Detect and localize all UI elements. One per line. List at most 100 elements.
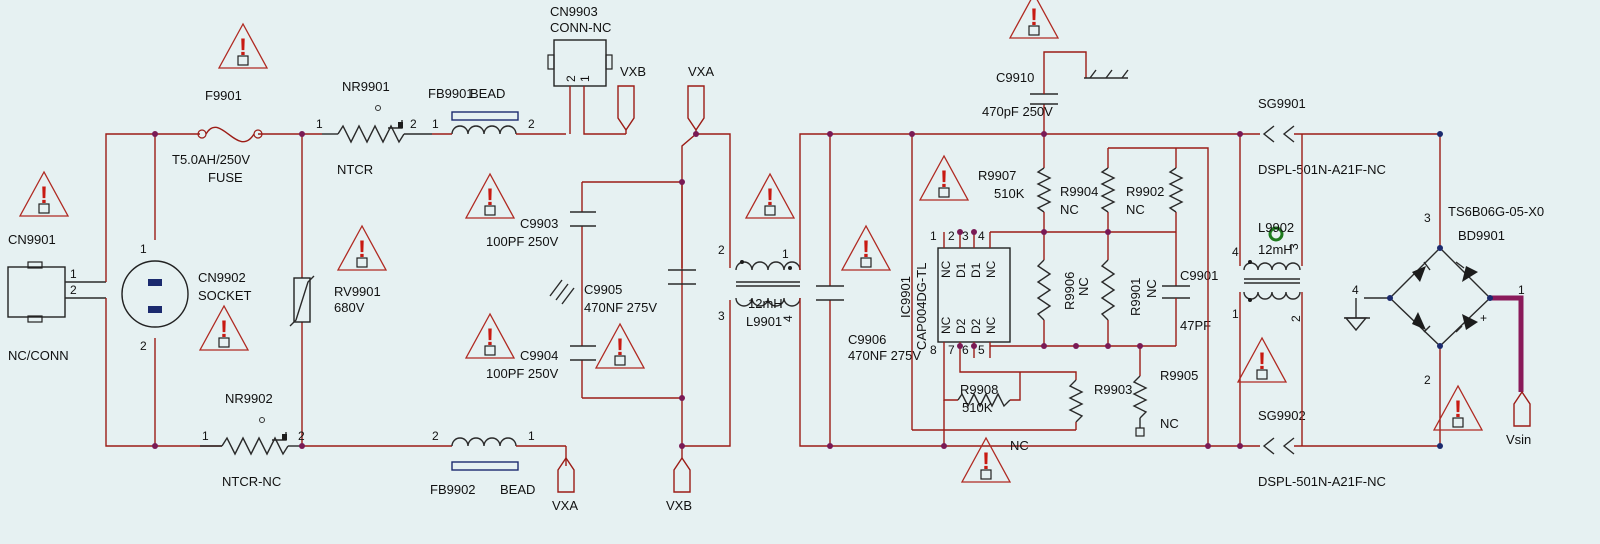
resistor-r9904: R9904 NC [1060,167,1116,217]
c9904-value: 100PF 250V [486,366,559,381]
c9904-ref: C9904 [520,348,558,363]
l9902-value: 12mH [1258,242,1293,257]
c9901-value: 47PF [1180,318,1211,333]
svg-text:D1: D1 [969,262,983,278]
r9905-value: NC [1160,416,1179,431]
r9908-value: 510K [962,400,993,415]
resistor-r9907: R9907 510K [978,167,1052,213]
choke-l9901: 2 3 1 4 12mH L9901 [682,133,1260,447]
svg-text:2: 2 [564,75,578,82]
svg-text:2: 2 [1424,373,1431,387]
c9903-value: 100PF 250V [486,234,559,249]
l9901-value: 12mH [748,296,783,311]
f9901-value: T5.0AH/250V [172,152,250,167]
svg-text:2: 2 [1289,315,1303,322]
svg-text:4: 4 [1352,283,1359,297]
fb9901-value: BEAD [470,86,505,101]
svg-text:2: 2 [432,429,439,443]
sg9902-ref: SG9902 [1258,408,1306,423]
svg-text:D2: D2 [969,318,983,334]
thermistor-nr9902: 1 2 NR9902 NTCR-NC [200,391,305,489]
cn9903-value: CONN-NC [550,20,611,35]
warning-icon [1433,385,1483,431]
svg-text:1: 1 [578,75,592,82]
junction-dots [152,131,1493,449]
bead-fb9902: 2 1 FB9902 BEAD [430,429,566,497]
cn9902-ref: CN9902 [198,270,246,285]
svg-text:3: 3 [718,309,725,323]
c9903-ref: C9903 [520,216,558,231]
svg-text:2: 2 [948,229,955,243]
warning-icon [1237,337,1287,383]
svg-text:NC: NC [984,316,998,334]
thermistor-nr9901: 1 2 NR9901 NTCR [316,79,432,177]
port-vxa-bottom: VXA [552,446,578,513]
fb9902-value: BEAD [500,482,535,497]
capacitor-c9901: C9901 47PF [1162,268,1218,346]
svg-text:2: 2 [70,283,77,297]
warning-icon [745,173,795,219]
svg-text:8: 8 [930,343,937,357]
svg-text:5: 5 [978,343,985,357]
warning-icon [19,171,69,217]
bd9901-ref: BD9901 [1458,228,1505,243]
svg-text:D2: D2 [954,318,968,334]
r9905-ref: R9905 [1160,368,1198,383]
resistor-r9903: R9903 [1068,379,1132,430]
svg-text:1: 1 [432,117,439,131]
c9906-ref: C9906 [848,332,886,347]
net-nc: NC [1010,438,1029,453]
svg-text:2: 2 [528,117,535,131]
svg-text:VXB: VXB [666,498,692,513]
r9907-ref: R9907 [978,168,1016,183]
c9901-ref: C9901 [1180,268,1218,283]
resistor-r9902: R9902 NC [1126,167,1184,217]
svg-text:NC: NC [939,260,953,278]
sg9902-value: DSPL-501N-A21F-NC [1258,474,1386,489]
warning-icon [199,305,249,351]
svg-text:6: 6 [962,343,969,357]
svg-text:7: 7 [948,343,955,357]
nr9901-value: NTCR [337,162,373,177]
r9906-ref: R9906 [1062,272,1077,310]
bridge-bd9901: 4 3 2 1 + TS6B06G-05-X0 BD9901 [1344,134,1544,446]
warning-icon [841,225,891,271]
r9901-ref: R9901 [1128,278,1143,316]
port-vsin: Vsin [1490,295,1531,447]
svg-text:+: + [1480,311,1487,325]
warning-icon [595,323,645,369]
cn9902-value: SOCKET [198,288,252,303]
fuse-f9901: F9901 T5.0AH/250V FUSE [172,88,263,185]
svg-text:1: 1 [930,229,937,243]
svg-text:VXB: VXB [620,64,646,79]
warning-icon [465,313,515,359]
bd9901-value: TS6B06G-05-X0 [1448,204,1544,219]
r9904-value: NC [1060,202,1079,217]
svg-text:1: 1 [528,429,535,443]
svg-text:1: 1 [782,247,789,261]
f9901-ref: F9901 [205,88,242,103]
resistor-r9906: R9906 NC [1036,259,1091,346]
resistor-r9901: R9901 NC [1100,259,1159,346]
warning-icon [218,23,268,69]
capacitor-c9906: C9906 470NF 275V [816,134,921,446]
fb9901-ref: FB9901 [428,86,474,101]
resistor-r9905: R9905 NC [1132,346,1198,437]
svg-text:Vsin: Vsin [1506,432,1531,447]
svg-text:1: 1 [1518,283,1525,297]
svg-text:D1: D1 [954,262,968,278]
c9910-value: 470pF 250V [982,104,1053,119]
svg-text:4: 4 [781,315,795,322]
warning-icon [465,173,515,219]
warning-icon [337,225,387,271]
r9902-ref: R9902 [1126,184,1164,199]
capacitor-c9910: C9910 470pF 250V [982,51,1129,134]
choke-l9902: 4 1 3 2 L9902 12mH [1232,134,1303,446]
r9902-value: NC [1126,202,1145,217]
c9905-ref: C9905 [584,282,622,297]
svg-text:VXA: VXA [552,498,578,513]
connector-cn9903: 2 1 CN9903 CONN-NC [547,4,626,135]
svg-text:4: 4 [1232,245,1239,259]
varistor-rv9901: RV9901 680V [289,275,381,327]
